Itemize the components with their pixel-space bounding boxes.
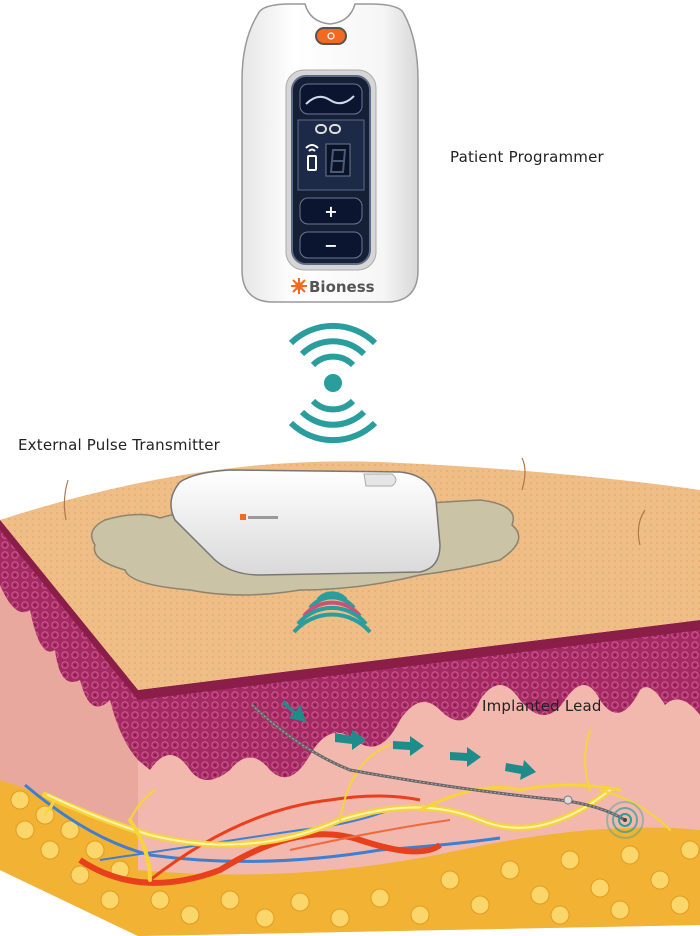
minus-label: −: [324, 236, 337, 255]
minus-button: [299, 231, 363, 259]
implanted-lead-label: Implanted Lead: [482, 697, 602, 715]
implanted-lead: [250, 703, 644, 839]
patient-programmer-label: Patient Programmer: [450, 148, 604, 166]
skin-signal-waves: [292, 591, 372, 634]
waveform-button: [299, 83, 363, 115]
power-icon: [327, 32, 335, 40]
signal-battery-icon: [305, 144, 319, 171]
bioness-logo-icon: [291, 278, 307, 294]
plus-button: [299, 197, 363, 225]
transmitter-logo-icon: [240, 514, 246, 520]
external-pulse-transmitter-label: External Pulse Transmitter: [18, 436, 221, 454]
stimulation-target-icon: [606, 801, 644, 839]
pulse-direction-arrows: [282, 700, 536, 780]
pairing-icon: [315, 124, 341, 134]
seven-segment-display: [325, 143, 351, 177]
waveform-icon: [305, 95, 355, 105]
patient-programmer-device: + − Bioness: [241, 3, 419, 303]
wireless-signal-icon: [288, 322, 378, 444]
bioness-brand: Bioness: [309, 278, 375, 296]
plus-label: +: [324, 202, 337, 221]
power-button: [315, 27, 347, 45]
hairs: [63, 457, 646, 546]
fat-cells: [10, 790, 700, 928]
external-pulse-transmitter: [90, 469, 520, 596]
